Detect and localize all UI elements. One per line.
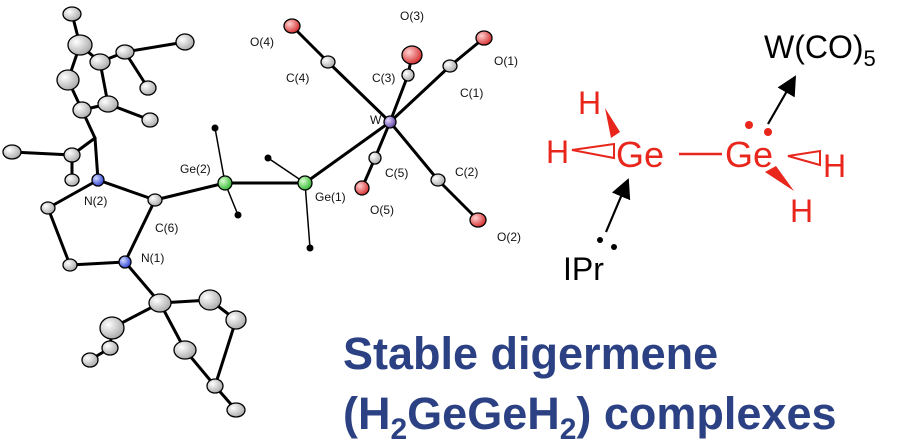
tungsten-atom: [383, 115, 397, 129]
label-n2: N(2): [84, 194, 107, 208]
wedge-bond: [765, 166, 794, 191]
label-o2: O(2): [497, 230, 521, 244]
donation-arrow-tungsten: [767, 75, 796, 125]
nitrogen-atoms: [91, 173, 132, 269]
germanium-right: Ge: [725, 134, 773, 175]
atom-labels: O(4) O(3) O(1) C(4) C(3) C(1) W C(5) C(2…: [84, 9, 521, 265]
digermene-scheme: W(CO)5 Ge Ge H H H H IPr: [546, 29, 876, 287]
label-o4: O(4): [250, 35, 274, 49]
label-ge1: Ge(1): [315, 190, 346, 204]
label-c5: C(5): [385, 166, 408, 180]
label-o5: O(5): [370, 203, 394, 217]
label-o3: O(3): [400, 9, 424, 23]
label-w: W: [370, 113, 382, 127]
label-o1: O(1): [494, 54, 518, 68]
label-n1: N(1): [141, 251, 164, 265]
hydrogen-top-left: H: [578, 85, 601, 121]
ipr-label: IPr: [563, 251, 604, 287]
hydrogen-atoms: [211, 124, 314, 252]
metal-fragment-label: W(CO)5: [764, 29, 876, 71]
title-line-2: (H2GeGeH2) complexes: [343, 388, 837, 446]
lone-pair-dot: [745, 121, 753, 129]
carbene-dot: [597, 237, 603, 243]
label-c3: C(3): [372, 71, 395, 85]
label-c6: C(6): [155, 221, 178, 235]
carbene-dot: [611, 244, 617, 250]
oxygen-atoms: [283, 18, 493, 228]
label-ge2: Ge(2): [180, 162, 211, 176]
hydrogen-left: H: [546, 134, 569, 170]
hashed-wedge-bond: [571, 142, 615, 160]
hashed-wedge-bond: [787, 149, 821, 167]
carbon-atoms: [2, 6, 458, 418]
wedge-bond: [605, 108, 620, 138]
label-c1: C(1): [460, 86, 483, 100]
label-c4: C(4): [286, 71, 309, 85]
hydrogen-bottom-right: H: [790, 193, 813, 229]
crystal-structure: O(4) O(3) O(1) C(4) C(3) C(1) W C(5) C(2…: [2, 6, 521, 418]
donation-arrow-ipr: [604, 178, 631, 233]
hydrogen-right: H: [823, 148, 846, 184]
germanium-left: Ge: [616, 134, 664, 175]
lone-pair-dot: [764, 128, 772, 136]
label-c2: C(2): [455, 165, 478, 179]
germanium-atoms: [217, 175, 313, 191]
title-line-1: Stable digermene: [343, 328, 719, 379]
